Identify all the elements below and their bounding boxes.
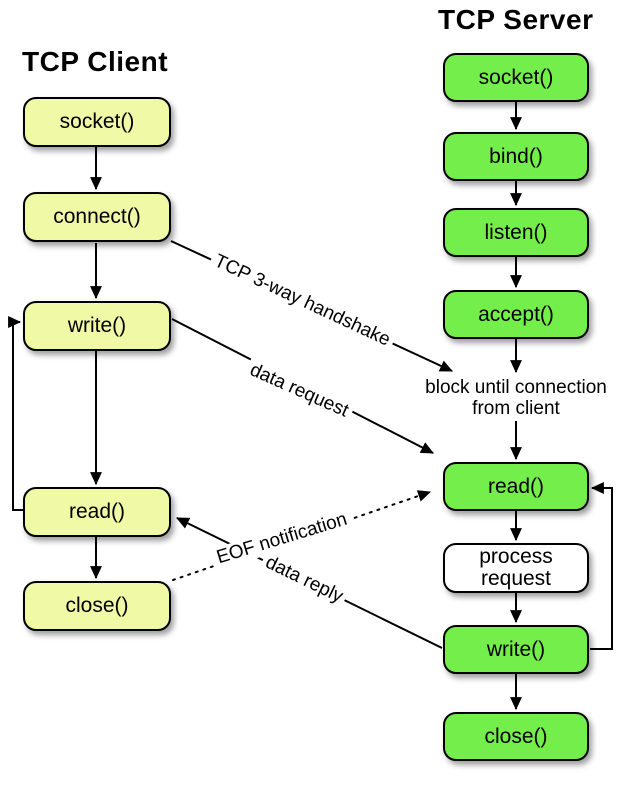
server-close-node: close() (443, 712, 589, 761)
server-bind-node: bind() (443, 132, 589, 181)
client-socket-node: socket() (23, 97, 171, 147)
block-until-connection-note: block until connection from client (425, 377, 607, 419)
loop-server-write-to-read (590, 482, 613, 650)
server-socket-node: socket() (443, 53, 589, 102)
server-write-node: write() (443, 625, 589, 674)
server-accept-node: accept() (443, 290, 589, 339)
loop-client-read-to-write (8, 316, 24, 511)
client-read-node: read() (23, 487, 171, 537)
server-column-title: TCP Server (438, 4, 594, 35)
client-column-title: TCP Client (22, 46, 169, 77)
server-process-request-node: process request (443, 543, 589, 593)
client-connect-node: connect() (23, 192, 171, 242)
client-write-node: write() (23, 301, 171, 351)
client-close-node: close() (23, 581, 171, 631)
server-read-node: read() (443, 462, 589, 511)
server-listen-node: listen() (443, 208, 589, 257)
